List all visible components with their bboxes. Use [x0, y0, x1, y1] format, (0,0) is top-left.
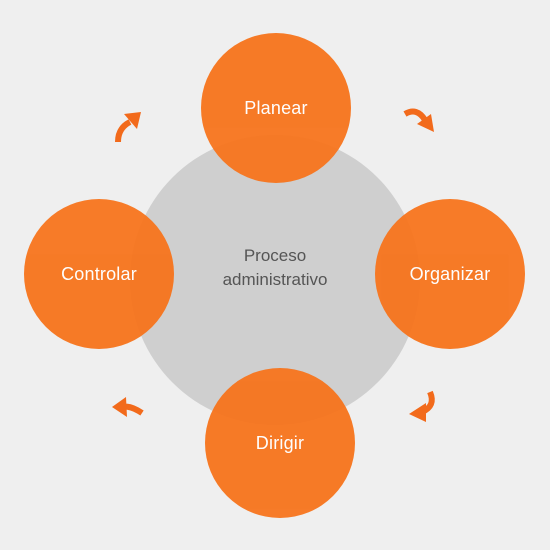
- stage-label-planear: Planear: [244, 97, 308, 118]
- stage-label-controlar: Controlar: [61, 263, 137, 284]
- center-label-line1: Proceso: [243, 246, 307, 265]
- stage-controlar: Controlar: [24, 199, 174, 349]
- stage-planear: Planear: [201, 33, 351, 183]
- curved-arrow-icon: [403, 108, 434, 132]
- stage-label-dirigir: Dirigir: [255, 432, 305, 453]
- stage-label-organizar: Organizar: [409, 263, 491, 284]
- center-label-line2: administrativo: [222, 270, 328, 289]
- curved-arrow-icon: [409, 390, 435, 422]
- center-label: Proceso administrativo: [170, 244, 380, 292]
- stage-organizar: Organizar: [375, 199, 525, 349]
- curved-arrow-icon: [112, 397, 144, 417]
- stage-dirigir: Dirigir: [205, 368, 355, 518]
- curved-arrow-icon: [115, 112, 141, 143]
